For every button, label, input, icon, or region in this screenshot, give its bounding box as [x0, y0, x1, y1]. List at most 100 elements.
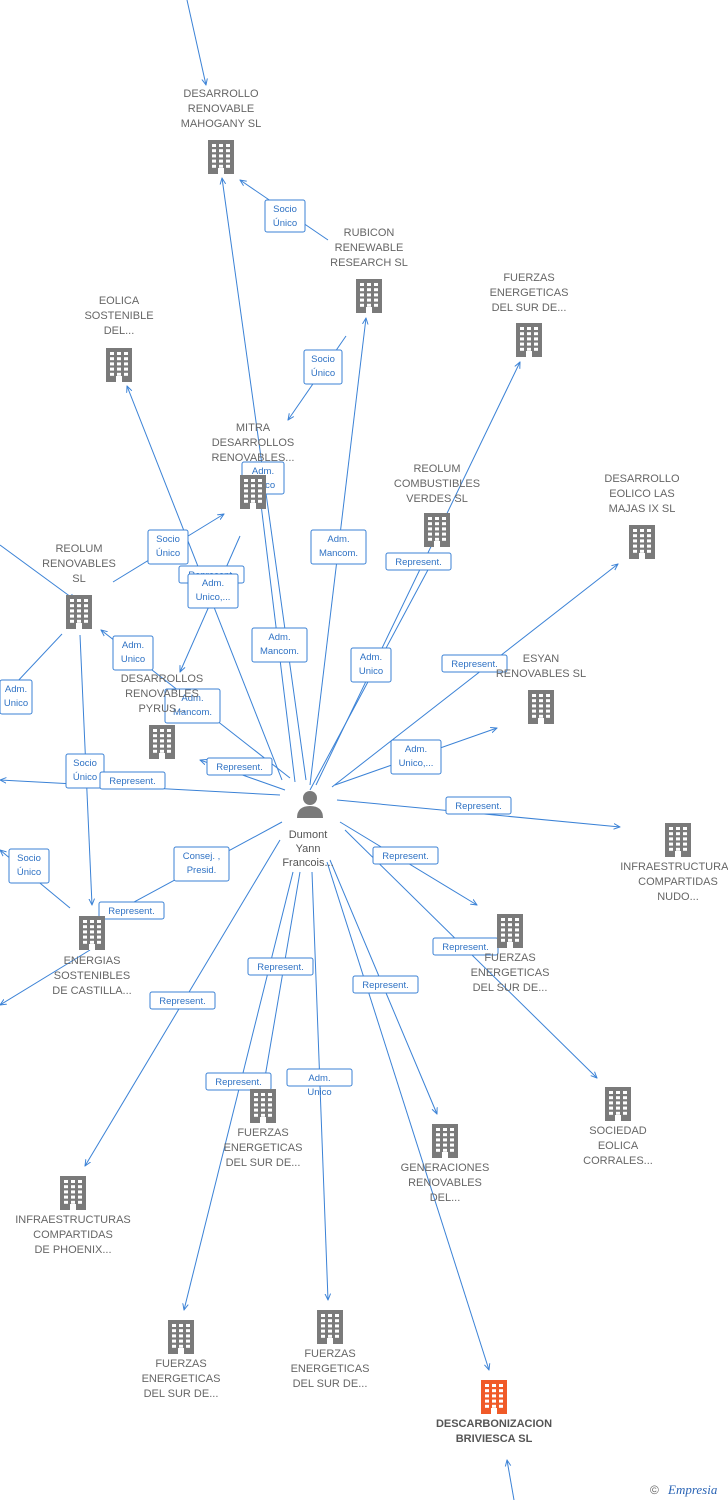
relation-label[interactable]: Adm.Unico,... [390, 739, 442, 775]
company-name-line: ENERGETICAS [490, 287, 569, 299]
company-name-line: SOCIEDAD [589, 1125, 647, 1137]
relation-label-text: Represent. [159, 996, 205, 1007]
relation-label[interactable]: Represent. [98, 901, 165, 920]
relation-label-text: Represent. [215, 1077, 261, 1088]
company-node[interactable]: GENERACIONESRENOVABLESDEL... [401, 1124, 490, 1204]
company-node[interactable]: INFRAESTRUCTURASCOMPARTIDASNUDO... [620, 823, 728, 903]
relation-label[interactable]: Adm.Unico [350, 647, 392, 683]
empresia-logo[interactable]: Empresia [667, 1482, 718, 1497]
relation-label[interactable]: Adm.Unico [286, 1068, 353, 1098]
building-icon [66, 595, 92, 629]
person-name-line: Francois... [282, 857, 333, 869]
company-name-line: RUBICON [344, 227, 395, 239]
relation-label[interactable]: Represent. [372, 846, 439, 865]
relation-label-text: Socio [17, 853, 41, 864]
relation-label-text: Único [273, 218, 297, 229]
relation-label-text: Adm. [327, 534, 349, 545]
relation-label-text: Unico,... [399, 758, 434, 769]
company-name-line: FUERZAS [304, 1348, 355, 1360]
company-name-line: DEL SUR DE... [226, 1157, 301, 1169]
company-name-line: DESCARBONIZACION [436, 1418, 552, 1430]
relation-label-text: Unico [4, 698, 28, 709]
building-icon [317, 1310, 343, 1344]
company-name-line: EOLICO LAS [609, 488, 674, 500]
relation-label[interactable]: Adm.Mancom. [164, 688, 221, 724]
relation-label-text: Represent. [216, 762, 262, 773]
relation-label-text: Represent. [382, 851, 428, 862]
relation-label[interactable]: Represent. [352, 975, 419, 994]
relation-label[interactable]: Represent. [385, 552, 452, 571]
edges [0, 0, 620, 1500]
company-name-line: DESARROLLOS [121, 673, 204, 685]
company-name-line: ENERGETICAS [471, 967, 550, 979]
relation-label-text: Adm. [5, 684, 27, 695]
relation-label-text: Adm. [252, 466, 274, 477]
company-name-line: DEL... [430, 1192, 461, 1204]
relation-edge [0, 544, 75, 600]
relation-label[interactable]: Adm.Mancom. [251, 627, 308, 663]
relation-label[interactable]: Represent. [445, 796, 512, 815]
company-name-line: RENOVABLES [125, 688, 199, 700]
person-node[interactable]: DumontYannFrancois... [282, 791, 334, 869]
company-name-line: MITRA [236, 422, 271, 434]
relation-label-text: Socio [156, 534, 180, 545]
relation-edge [507, 1460, 515, 1500]
company-node[interactable]: EOLICASOSTENIBLEDEL... [84, 295, 154, 382]
company-name-line: EOLICA [598, 1140, 639, 1152]
company-name-line: DEL SUR DE... [293, 1378, 368, 1390]
company-name-line: SL [72, 573, 85, 585]
relation-label-text: Represent. [108, 906, 154, 917]
building-icon [605, 1087, 631, 1121]
relation-label-text: Unico,... [196, 592, 231, 603]
relation-label-text: Adm. [122, 640, 144, 651]
relation-label-text: Represent. [362, 980, 408, 991]
building-icon [497, 914, 523, 948]
relation-label[interactable]: Represent. [247, 957, 314, 976]
empresia-credit[interactable]: ©Empresia [650, 1482, 718, 1497]
company-name-line: RENOVABLES [408, 1177, 482, 1189]
building-icon [481, 1380, 507, 1414]
relation-label[interactable]: Represent. [206, 757, 273, 776]
relation-label-text: Único [17, 867, 41, 878]
company-name-line: DEL SUR DE... [144, 1388, 219, 1400]
relation-label-text: Adm. [308, 1073, 330, 1084]
company-node[interactable]: MITRADESARROLLOSRENOVABLES... [212, 422, 295, 509]
relation-label[interactable]: Represent. [149, 991, 216, 1010]
relation-edge [184, 871, 294, 1310]
building-icon [149, 725, 175, 759]
relation-label[interactable]: Represent. [99, 771, 166, 790]
company-node[interactable]: SOCIEDADEOLICACORRALES... [583, 1087, 653, 1167]
relation-label-text: Represent. [442, 942, 488, 953]
relation-label[interactable]: Represent. [205, 1072, 272, 1091]
company-node[interactable]: DESARROLLOSRENOVABLESPYRUS... [121, 673, 204, 759]
relation-label[interactable]: Adm. Unico [0, 679, 33, 715]
company-name-line: RENEWABLE [335, 242, 404, 254]
relation-label[interactable]: Adm.Unico,... [187, 573, 239, 609]
building-icon [356, 279, 382, 313]
relation-label[interactable]: Adm. Unico [112, 635, 154, 671]
relation-label[interactable]: Represent. [441, 654, 508, 673]
relation-label[interactable]: Adm.Mancom. [310, 529, 367, 565]
relation-label-text: Unico [121, 654, 145, 665]
relation-label-text: Adm. [181, 693, 203, 704]
relation-label[interactable]: Consej. ,Presid. [173, 846, 230, 882]
